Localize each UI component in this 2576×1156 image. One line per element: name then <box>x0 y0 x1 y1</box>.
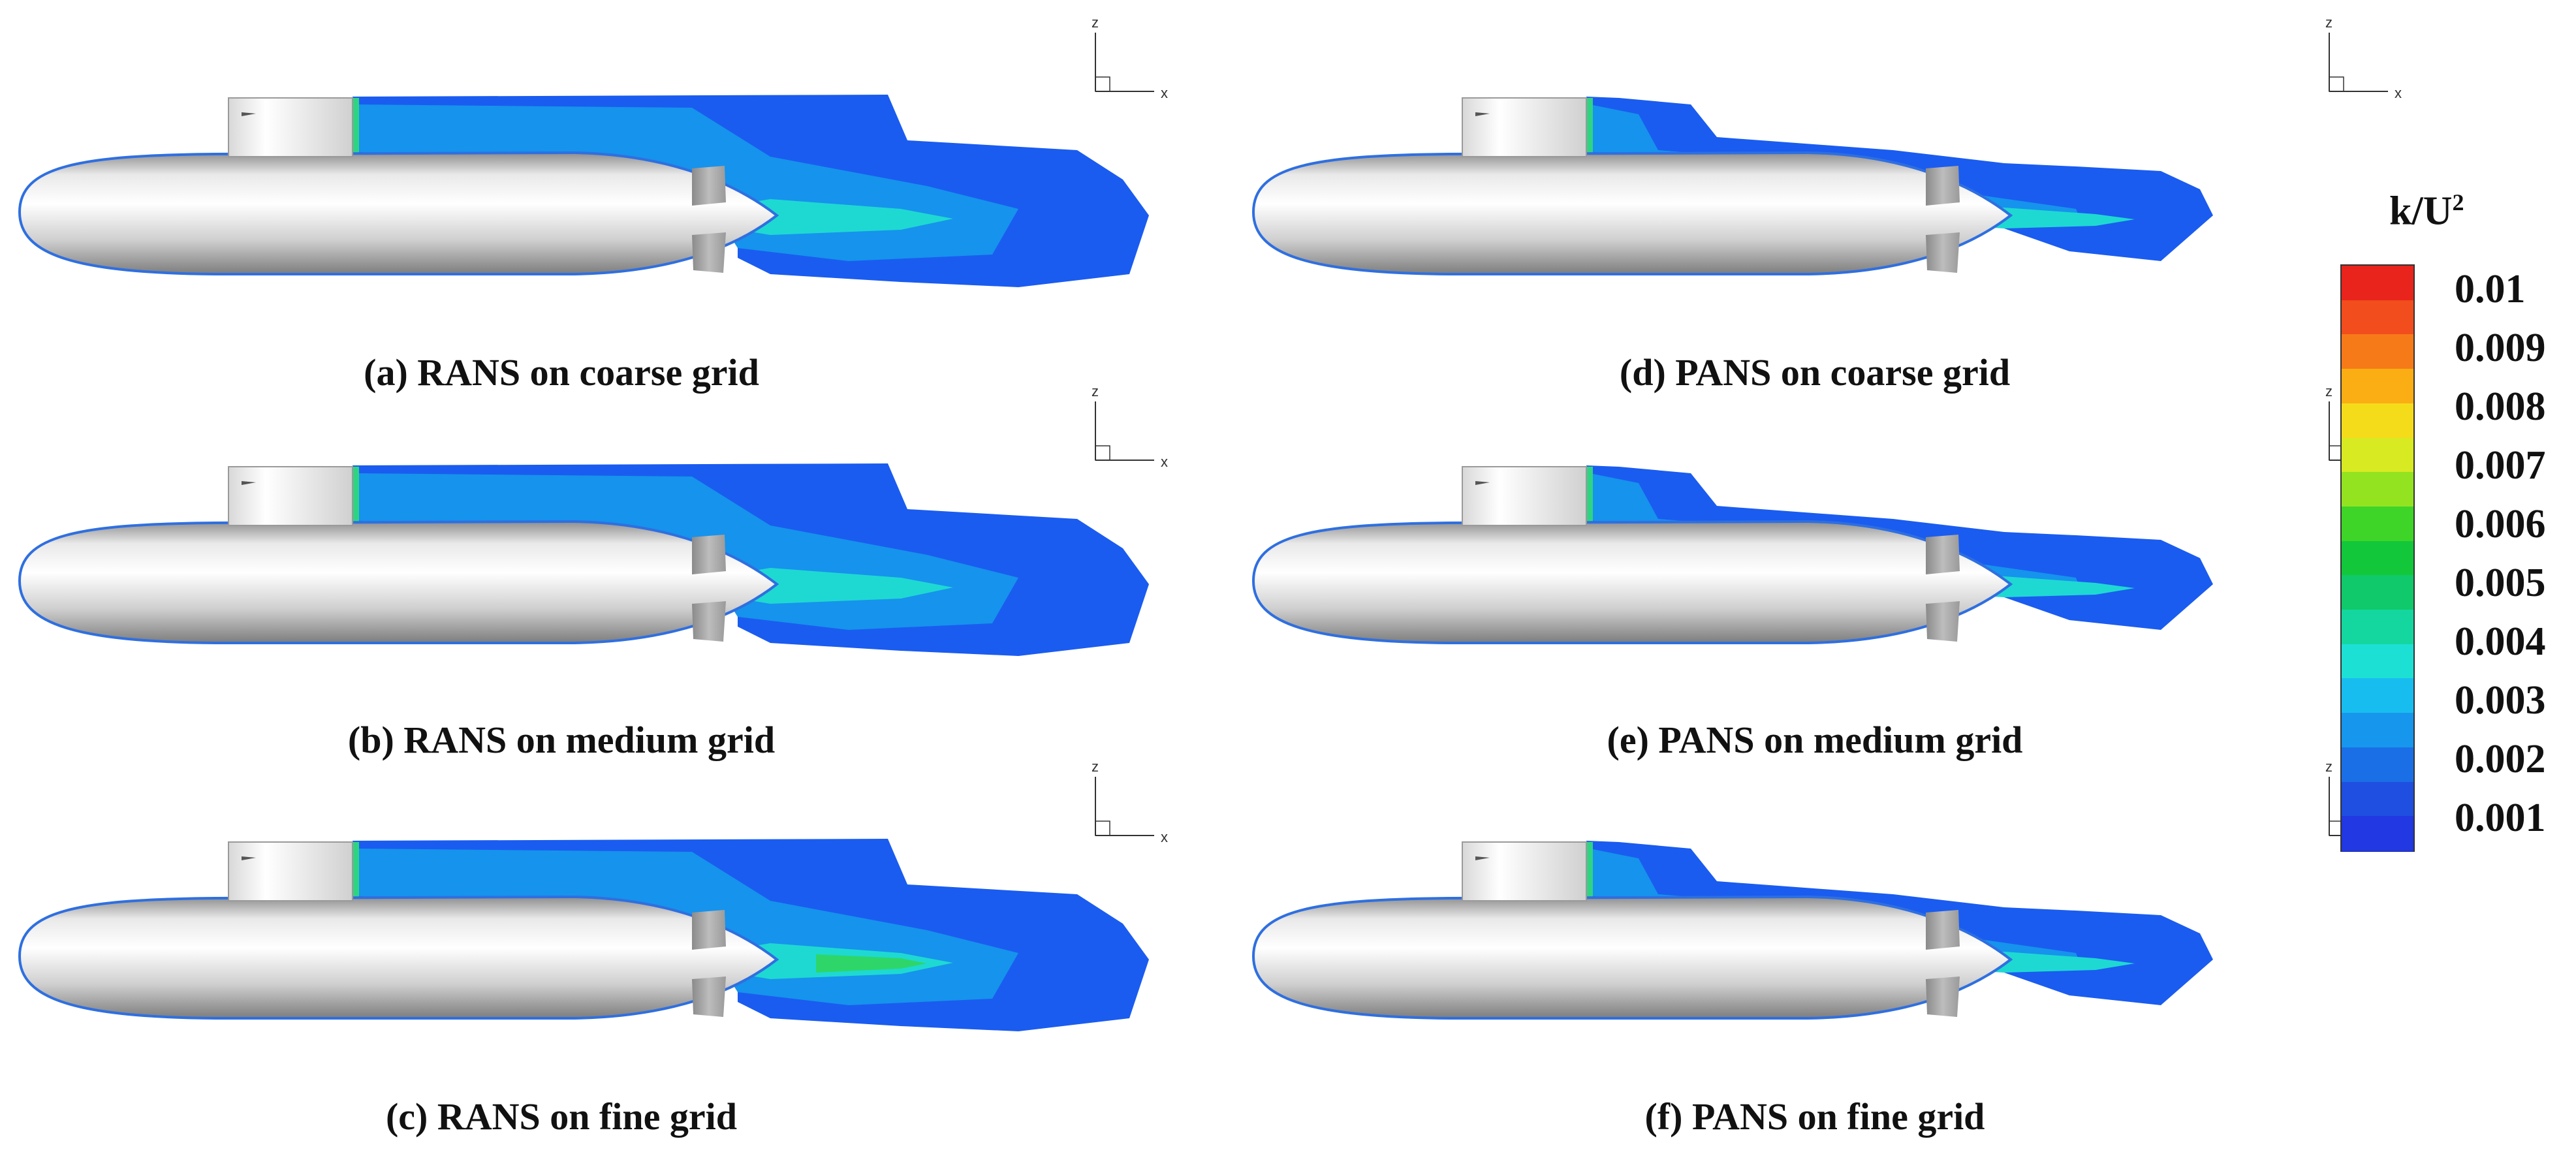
colorbar-band <box>2342 369 2413 405</box>
axis-triad: zx <box>1092 14 1168 101</box>
caption-e: (e) PANS on medium grid <box>1607 719 2023 761</box>
submarine-hull <box>18 520 779 644</box>
colorbar-tick-label: 0.01 <box>2455 267 2526 311</box>
axis-triad: zx <box>2325 14 2402 101</box>
colorbar-band <box>2342 403 2413 439</box>
sail-marking <box>242 112 256 116</box>
colorbar-tick-label: 0.006 <box>2455 502 2546 546</box>
submarine-sail <box>228 841 353 901</box>
colorbar-band <box>2342 781 2413 817</box>
colorbar-band <box>2342 540 2413 576</box>
lower-rudder <box>692 601 726 642</box>
colorbar-band <box>2342 713 2413 749</box>
lower-rudder <box>1926 976 1960 1017</box>
upper-rudder <box>1926 910 1960 950</box>
lower-rudder <box>1926 601 1960 642</box>
colorbar-tick-label: 0.001 <box>2455 796 2546 840</box>
colorbar-band <box>2342 472 2413 508</box>
upper-rudder <box>692 166 726 206</box>
panel-b: zx <box>18 383 1168 656</box>
colorbar-tick-label: 0.002 <box>2455 737 2546 781</box>
colorbar-tick-label: 0.003 <box>2455 678 2546 723</box>
panel-d: zx <box>1251 14 2402 275</box>
submarine-sail <box>1462 841 1587 901</box>
colorbar-band <box>2342 437 2413 473</box>
upper-rudder <box>1926 535 1960 574</box>
axis-triad: zx <box>1092 383 1168 470</box>
caption-b: (b) RANS on medium grid <box>347 719 776 761</box>
axis-x-label: x <box>1161 85 1168 101</box>
wake-contour-high <box>712 568 953 604</box>
sail-marking <box>242 481 256 485</box>
colorbar <box>2340 264 2415 852</box>
colorbar-title: k/U2 <box>2389 189 2464 234</box>
submarine-hull <box>1251 520 2013 644</box>
sail-marking <box>1475 481 1490 485</box>
panel-c: zx <box>18 758 1168 1031</box>
colorbar-band <box>2342 747 2413 783</box>
submarine-hull <box>18 895 779 1020</box>
colorbar-tick-label: 0.009 <box>2455 326 2546 370</box>
submarine-sail <box>1462 97 1587 157</box>
upper-rudder <box>1926 166 1960 206</box>
panel-a: zx <box>18 14 1168 287</box>
colorbar-band <box>2342 575 2413 611</box>
colorbar-band <box>2342 644 2413 680</box>
panel-f: zx <box>1251 758 2402 1020</box>
colorbar-band <box>2342 506 2413 542</box>
colorbar-tick-label: 0.005 <box>2455 561 2546 605</box>
lower-rudder <box>692 976 726 1017</box>
colorbar-band <box>2342 266 2413 302</box>
axis-z-label: z <box>2325 758 2333 775</box>
axis-x-label: x <box>2395 85 2402 101</box>
panel-e: zx <box>1251 383 2402 644</box>
axis-x-label: x <box>1161 829 1168 845</box>
sail-marking <box>242 856 256 860</box>
caption-f: (f) PANS on fine grid <box>1644 1095 1985 1138</box>
submarine-sail <box>228 466 353 526</box>
axis-z-label: z <box>1092 383 1099 399</box>
axis-triad: zx <box>1092 758 1168 845</box>
submarine-hull <box>1251 151 2013 275</box>
caption-d: (d) PANS on coarse grid <box>1619 351 2011 394</box>
sail-marking <box>1475 856 1490 860</box>
axis-z-label: z <box>1092 14 1099 31</box>
colorbar-tick-label: 0.004 <box>2455 619 2546 664</box>
submarine-sail <box>1462 466 1587 526</box>
axis-z-label: z <box>2325 14 2333 31</box>
colorbar-tick-label: 0.007 <box>2455 443 2546 488</box>
submarine-sail <box>228 97 353 157</box>
wake-contour-high <box>712 199 953 235</box>
caption-a: (a) RANS on coarse grid <box>364 351 759 394</box>
colorbar-band <box>2342 610 2413 646</box>
lower-rudder <box>1926 232 1960 273</box>
caption-c: (c) RANS on fine grid <box>385 1095 738 1138</box>
sail-marking <box>1475 112 1490 116</box>
colorbar-band <box>2342 300 2413 336</box>
submarine-hull <box>1251 895 2013 1020</box>
upper-rudder <box>692 910 726 950</box>
submarine-hull <box>18 151 779 275</box>
axis-z-label: z <box>2325 383 2333 399</box>
lower-rudder <box>692 232 726 273</box>
colorbar-band <box>2342 678 2413 714</box>
upper-rudder <box>692 535 726 574</box>
axis-x-label: x <box>1161 454 1168 470</box>
colorbar-tick-label: 0.008 <box>2455 384 2546 429</box>
wake-contour-peak <box>816 954 927 973</box>
colorbar-band <box>2342 334 2413 370</box>
colorbar-band <box>2342 816 2413 852</box>
axis-z-label: z <box>1092 758 1099 775</box>
